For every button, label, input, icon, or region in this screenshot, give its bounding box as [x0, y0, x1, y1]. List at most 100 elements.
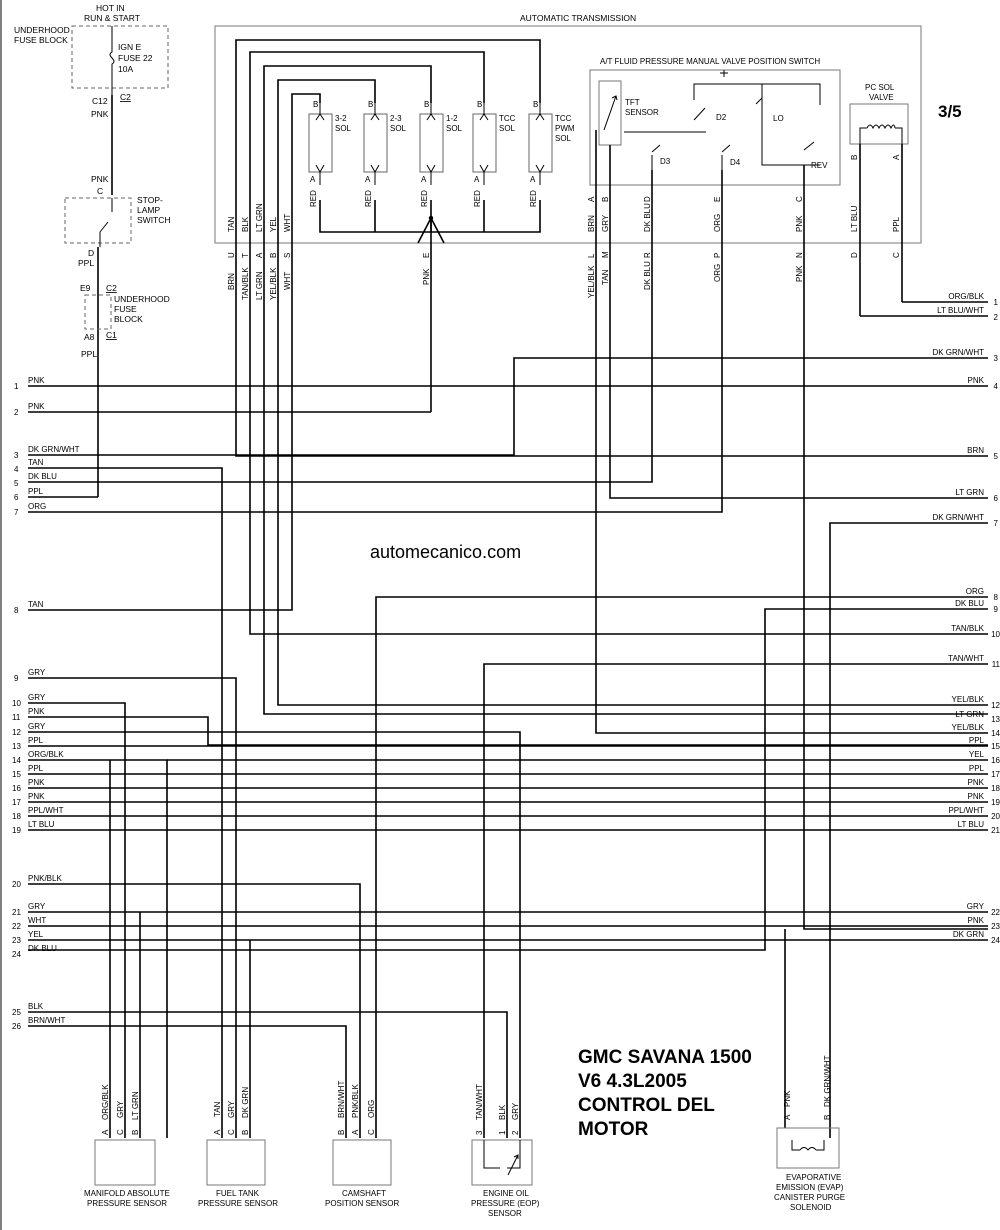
wire-label: PPL [892, 216, 901, 232]
stop-lamp-label: SWITCH [137, 215, 171, 225]
row-number: 1 [994, 298, 999, 307]
row-label: LT BLU [958, 820, 985, 829]
row-number: 5 [14, 479, 19, 488]
pin-label: D [643, 196, 652, 202]
wire-label: DK BLU [643, 203, 652, 232]
map-sensor: ORG/BLK GRY LT GRN A C B MANIFOLD ABSOLU… [84, 760, 170, 1208]
row-label: PNK/BLK [28, 874, 62, 883]
solenoid-2-3: 2-3 SOL B A RED [363, 100, 407, 207]
sensor-name: EVAPORATIVE [786, 1173, 841, 1182]
row-number: 19 [991, 798, 1000, 807]
row-number: 1 [14, 382, 19, 391]
evap-canister-purge-solenoid: PNK DK GRN/WHT A B EVAPORATIVE EMISSION … [774, 1055, 845, 1212]
auto-trans-title: AUTOMATIC TRANSMISSION [520, 13, 636, 23]
row-number: 16 [12, 784, 21, 793]
sensor-pin-label: C [116, 1129, 125, 1135]
wire-label: PNK [795, 215, 804, 232]
wire-label: WHT [283, 214, 292, 232]
wire-label: RED [473, 190, 482, 207]
wire-label: GRY [601, 214, 610, 232]
row-label: LT BLU/WHT [937, 306, 984, 315]
position-label: REV [811, 161, 828, 170]
row-label: PNK [28, 792, 45, 801]
wire-label: RED [420, 190, 429, 207]
pin-label: B [269, 253, 278, 258]
wire-label: PNK [422, 268, 431, 285]
title-line: V6 4.3L2005 [578, 1071, 687, 1092]
row-number: 15 [991, 742, 1000, 751]
row-label: LT GRN [955, 710, 984, 719]
solenoid-label: SOL [390, 124, 407, 133]
wire-label: ORG [713, 264, 722, 282]
row-label: GRY [28, 722, 46, 731]
pin-label: B [601, 197, 610, 202]
watermark: automecanico.com [370, 542, 521, 562]
wire-label: PNK [795, 265, 804, 282]
row-label: PNK [28, 376, 45, 385]
row-label: DK BLU [28, 472, 57, 481]
row-number: 18 [991, 784, 1000, 793]
fuse-circuit: HOT IN RUN & START UNDERHOOD FUSE BLOCK … [14, 3, 171, 497]
row-number: 9 [994, 605, 999, 614]
wire-label: PNK [91, 109, 109, 119]
row-label: DK GRN/WHT [932, 513, 984, 522]
row-label: LT BLU [28, 820, 55, 829]
row-number: 12 [12, 728, 21, 737]
solenoid-label: SOL [335, 124, 352, 133]
solenoid-label: 1-2 [446, 114, 458, 123]
pin-label: S [283, 253, 292, 258]
solenoid-1-2: 1-2 SOL B A RED [419, 100, 463, 207]
diagram-title: GMC SAVANA 1500 V6 4.3L2005 CONTROL DEL … [578, 1047, 752, 1140]
row-label: PNK [968, 792, 985, 801]
row-number: 17 [991, 770, 1000, 779]
row-number: 19 [12, 826, 21, 835]
fuse-label: FUSE 22 [118, 53, 153, 63]
sensor-pin-label: B [131, 1130, 140, 1135]
sensor-wire-label: BLK [498, 1104, 507, 1120]
sensor-wire-label: TAN/WHT [475, 1084, 484, 1120]
row-number: 13 [12, 742, 21, 751]
sensor-pin-label: 3 [475, 1130, 484, 1135]
row-label: PNK [28, 707, 45, 716]
pin-label: T [241, 253, 250, 258]
solenoid-label: SOL [499, 124, 516, 133]
row-label: BRN [967, 446, 984, 455]
left-connector-rows: 1 PNK 2 PNK 3 DK GRN/WHT 4 TAN 5 DK BLU … [12, 376, 80, 1031]
row-label: ORG/BLK [28, 750, 64, 759]
row-label: ORG/BLK [948, 292, 984, 301]
pin-label: B [313, 100, 318, 109]
sensor-pin-label: B [241, 1130, 250, 1135]
sensor-pin-label: A [783, 1114, 792, 1120]
row-label: DK BLU [955, 599, 984, 608]
row-label: PPL [969, 764, 985, 773]
pin-label: A [365, 175, 371, 184]
sensor-pin-label: C [367, 1129, 376, 1135]
row-number: 26 [12, 1022, 21, 1031]
solenoid-label: 2-3 [390, 114, 402, 123]
row-number: 10 [12, 699, 21, 708]
wire-label: YEL/BLK [587, 265, 596, 298]
sensor-pin-label: A [351, 1129, 360, 1135]
row-label: TAN [28, 600, 44, 609]
connector-label: C1 [106, 330, 117, 340]
pin-label: B [477, 100, 482, 109]
row-label: ORG [28, 502, 46, 511]
row-label: YEL/BLK [952, 695, 985, 704]
pin-label: A [587, 196, 596, 202]
pin-label: D [850, 252, 859, 258]
position-label: D2 [716, 113, 727, 122]
pin-label: A [255, 252, 264, 258]
solenoid-3-2: 3-2 SOL B A RED [308, 100, 352, 207]
pin-label: C [892, 252, 901, 258]
wire-label: DK BLU [643, 261, 652, 290]
pc-sol-label: PC SOL [865, 83, 895, 92]
connector-label: C2 [120, 92, 131, 102]
row-label: BLK [28, 1002, 44, 1011]
engine-oil-pressure-sensor: TAN/WHT BLK GRY 3 1 2 ENGINE OIL PRESSUR… [471, 1084, 540, 1218]
sensor-name: SENSOR [488, 1209, 522, 1218]
wire-label: BRN [587, 215, 596, 232]
tft-label: TFT [625, 98, 640, 107]
sensor-pin-label: 2 [511, 1130, 520, 1135]
row-number: 24 [12, 950, 21, 959]
row-number: 12 [991, 701, 1000, 710]
